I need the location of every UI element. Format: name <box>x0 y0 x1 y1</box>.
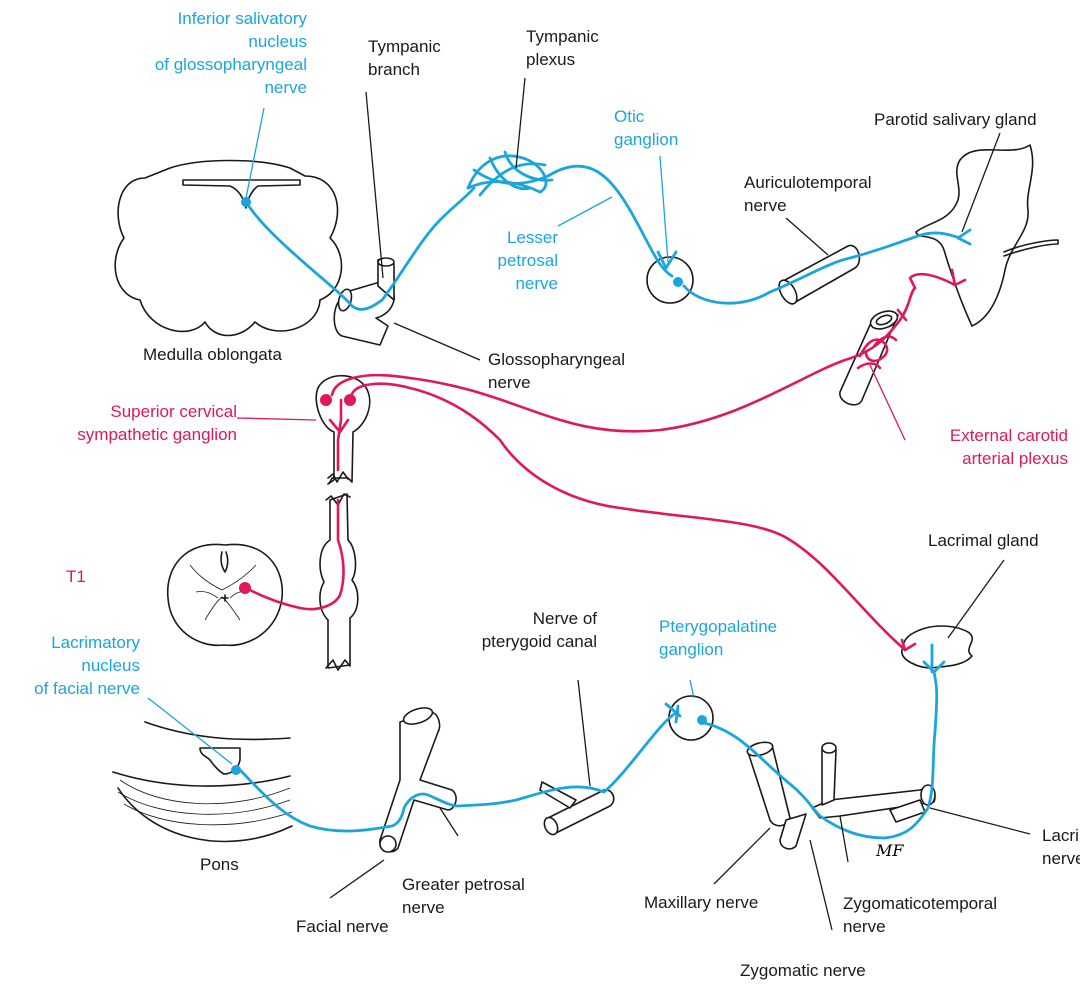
label-glossopharyngeal-nerve: Glossopharyngeal nerve <box>488 350 625 392</box>
label-line: nerve <box>843 917 886 936</box>
label-line: of glossopharyngeal <box>155 55 307 74</box>
label-greater-petrosal-nerve: Greater petrosal nerve <box>402 875 525 917</box>
label-line: Zygomatic nerve <box>740 961 866 980</box>
facial-nerve-path <box>238 710 680 833</box>
label-line: branch <box>368 60 420 79</box>
label-lacrimatory-nucleus: Lacrimatory nucleus of facial nerve <box>34 633 140 698</box>
glossopharyngeal-nerve-path <box>244 186 476 311</box>
label-line: Parotid salivary gland <box>874 110 1037 129</box>
label-line: Inferior salivatory <box>178 9 308 28</box>
label-facial-nerve: Facial nerve <box>296 917 389 936</box>
label-line: Tympanic <box>526 27 599 46</box>
label-auriculotemporal-nerve: Auriculotemporal nerve <box>744 173 872 215</box>
label-line: External carotid <box>950 426 1068 445</box>
label-line: Lacrimatory <box>51 633 140 652</box>
label-line: Medulla oblongata <box>143 345 282 364</box>
label-tympanic-plexus: Tympanic plexus <box>526 27 599 69</box>
label-line: nerve <box>515 274 558 293</box>
label-line: nerve <box>402 898 445 917</box>
label-line: ganglion <box>659 640 723 659</box>
label-line: arterial plexus <box>962 449 1068 468</box>
label-line: nucleus <box>248 32 307 51</box>
label-line: Auriculotemporal <box>744 173 872 192</box>
label-maxillary-nerve: Maxillary nerve <box>644 893 758 912</box>
label-zygomatic-nerve: Zygomatic nerve <box>740 961 866 980</box>
otic-ganglion <box>646 256 694 304</box>
label-lacrimal-gland: Lacrimal gland <box>928 531 1039 550</box>
label-line: Superior cervical <box>110 402 237 421</box>
label-pterygopalatine-ganglion: Pterygopalatine ganglion <box>659 617 777 659</box>
label-parotid-salivary-gland: Parotid salivary gland <box>874 110 1037 129</box>
label-medulla-oblongata: Medulla oblongata <box>143 345 282 364</box>
label-line: sympathetic ganglion <box>77 425 237 444</box>
label-t1: T1 <box>66 567 86 586</box>
label-tympanic-branch: Tympanic branch <box>368 37 441 79</box>
parasympathetic-pathways <box>231 164 972 840</box>
label-line: Zygomaticotemporal <box>843 894 997 913</box>
label-line: Lacrimal gland <box>928 531 1039 550</box>
label-line: nerve <box>1042 849 1080 868</box>
otic-to-parotid-path <box>682 231 962 305</box>
label-line: plexus <box>526 50 575 69</box>
spinal-cord-section <box>166 543 284 647</box>
label-lesser-petrosal-nerve: Lesser petrosal nerve <box>498 228 559 293</box>
label-line: pterygoid canal <box>482 632 597 651</box>
label-line: nucleus <box>81 656 140 675</box>
label-otic-ganglion: Otic ganglion <box>614 107 678 149</box>
carotid-plexus-knots <box>856 335 898 370</box>
label-zygomaticotemporal-nerve: Zygomaticotemporal nerve <box>843 894 997 936</box>
label-line: nerve <box>488 373 531 392</box>
label-line: Lesser <box>507 228 558 247</box>
lesser-petrosal-nerve-path <box>546 164 674 278</box>
label-line: Glossopharyngeal <box>488 350 625 369</box>
label-superior-cervical-ganglion: Superior cervical sympathetic ganglion <box>77 402 237 444</box>
ganglion-to-carotid-path <box>330 286 917 433</box>
label-lacrimal-nerve: Lacrimal nerve <box>1042 826 1080 868</box>
label-line: Facial nerve <box>296 917 389 936</box>
label-line: Otic <box>614 107 645 126</box>
label-line: Pterygopalatine <box>659 617 777 636</box>
label-line: of facial nerve <box>34 679 140 698</box>
medulla-oblongata <box>114 159 343 337</box>
label-inferior-salivatory-nucleus: Inferior salivatory nucleus of glossophary… <box>155 9 308 97</box>
sympathetic-trunk <box>315 374 371 671</box>
parotid-salivary-gland <box>915 144 1059 327</box>
external-carotid-artery <box>839 310 899 406</box>
label-line: Tympanic <box>368 37 441 56</box>
ganglion-to-lacrimal-path <box>350 382 907 652</box>
tympanic-plexus <box>466 150 554 197</box>
label-line: T1 <box>66 567 86 586</box>
glossopharyngeal-tube <box>333 257 395 346</box>
label-line: nerve <box>264 78 307 97</box>
label-line: Greater petrosal <box>402 875 525 894</box>
leader-lines <box>147 77 1031 931</box>
label-line: petrosal <box>498 251 558 270</box>
sympathetic-pathways <box>239 268 967 652</box>
label-external-carotid-plexus: External carotid arterial plexus <box>950 426 1068 468</box>
label-layer: Inferior salivatory nucleus of glossophary… <box>34 9 1080 980</box>
pterygopalatine-to-lacrimal-path <box>698 670 939 840</box>
auriculotemporal-tube <box>778 244 861 305</box>
label-line: nerve <box>744 196 787 215</box>
label-line: Lacrimal <box>1042 826 1080 845</box>
label-line: Nerve of <box>533 609 598 628</box>
label-pons: Pons <box>200 855 239 874</box>
facial-nerve-tube <box>379 707 457 853</box>
label-nerve-of-pterygoid-canal: Nerve of pterygoid canal <box>482 609 598 651</box>
artist-signature: MF <box>875 841 904 860</box>
pons <box>112 721 293 843</box>
label-line: Maxillary nerve <box>644 893 758 912</box>
label-line: ganglion <box>614 130 678 149</box>
label-line: Pons <box>200 855 239 874</box>
